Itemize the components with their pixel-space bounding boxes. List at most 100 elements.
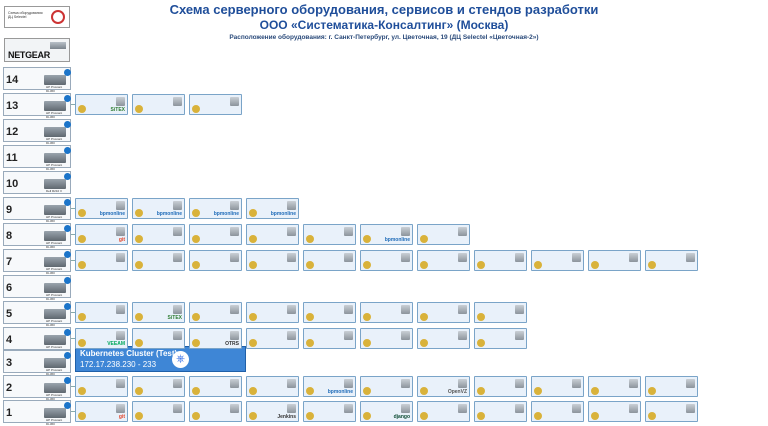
service-card bbox=[474, 376, 527, 397]
service-card bbox=[246, 302, 299, 323]
vm-server-icon bbox=[686, 404, 695, 413]
service-emblem-icon bbox=[306, 261, 314, 269]
service-card: bpmonline bbox=[303, 376, 356, 397]
service-logo: VEEAM bbox=[107, 341, 125, 347]
service-emblem-icon bbox=[135, 261, 143, 269]
service-card bbox=[360, 376, 413, 397]
service-emblem-icon bbox=[591, 261, 599, 269]
service-emblem-icon bbox=[306, 313, 314, 321]
service-emblem-icon bbox=[249, 261, 257, 269]
vm-server-icon bbox=[401, 331, 410, 340]
service-emblem-icon bbox=[78, 313, 86, 321]
vm-server-icon bbox=[458, 253, 467, 262]
service-emblem-icon bbox=[192, 339, 200, 347]
service-card: git bbox=[75, 224, 128, 245]
service-emblem-icon bbox=[135, 339, 143, 347]
server-icon bbox=[44, 231, 66, 241]
vm-server-icon bbox=[173, 331, 182, 340]
vm-server-icon bbox=[173, 404, 182, 413]
vm-server-icon bbox=[173, 227, 182, 236]
service-emblem-icon bbox=[249, 235, 257, 243]
server-model: HP ProLiant DL360 bbox=[46, 111, 63, 119]
vm-server-icon bbox=[572, 253, 581, 262]
page-title: Схема серверного оборудования, сервисов … bbox=[169, 2, 599, 17]
service-emblem-icon bbox=[135, 235, 143, 243]
vm-server-icon bbox=[287, 331, 296, 340]
service-card bbox=[531, 401, 584, 422]
service-card bbox=[189, 302, 242, 323]
service-emblem-icon bbox=[306, 412, 314, 420]
hp-logo-icon bbox=[64, 377, 71, 384]
server-icon bbox=[44, 205, 66, 215]
vm-server-icon bbox=[344, 331, 353, 340]
service-card: bpmonline bbox=[189, 198, 242, 219]
connector-line bbox=[71, 386, 75, 387]
service-emblem-icon bbox=[78, 261, 86, 269]
service-logo: git bbox=[118, 414, 125, 420]
unit-number: 2 bbox=[6, 382, 13, 394]
service-card: VEEAM bbox=[75, 328, 128, 349]
service-emblem-icon bbox=[249, 412, 257, 420]
service-emblem-icon bbox=[477, 387, 485, 395]
vm-server-icon bbox=[515, 379, 524, 388]
vm-server-icon bbox=[401, 305, 410, 314]
unit-number: 5 bbox=[6, 308, 13, 320]
service-emblem-icon bbox=[363, 412, 371, 420]
service-card bbox=[303, 250, 356, 271]
service-card bbox=[303, 401, 356, 422]
hp-logo-icon bbox=[64, 173, 71, 180]
service-card bbox=[189, 250, 242, 271]
vm-server-icon bbox=[230, 379, 239, 388]
vm-server-icon bbox=[287, 305, 296, 314]
service-logo: bpmonline bbox=[327, 389, 353, 395]
server-icon bbox=[44, 335, 66, 345]
service-emblem-icon bbox=[135, 313, 143, 321]
service-emblem-icon bbox=[249, 209, 257, 217]
server-model: HP ProLiant DL360 bbox=[46, 163, 63, 171]
hp-logo-icon bbox=[64, 277, 71, 284]
unit-number: 9 bbox=[6, 204, 13, 216]
service-card bbox=[417, 401, 470, 422]
vm-server-icon bbox=[572, 404, 581, 413]
service-emblem-icon bbox=[78, 387, 86, 395]
hp-logo-icon bbox=[64, 303, 71, 310]
vm-server-icon bbox=[287, 404, 296, 413]
vm-server-icon bbox=[230, 201, 239, 210]
server-icon bbox=[44, 153, 66, 163]
unit-number: 14 bbox=[6, 74, 19, 86]
service-emblem-icon bbox=[363, 339, 371, 347]
service-logo: bpmonline bbox=[156, 211, 182, 217]
hp-logo-icon bbox=[64, 225, 71, 232]
vm-server-icon bbox=[401, 404, 410, 413]
kubernetes-helm-icon: ⎈ bbox=[172, 351, 189, 368]
unit-number: 3 bbox=[6, 357, 13, 369]
service-card bbox=[474, 401, 527, 422]
vm-server-icon bbox=[116, 253, 125, 262]
vm-server-icon bbox=[116, 379, 125, 388]
service-emblem-icon bbox=[591, 412, 599, 420]
service-emblem-icon bbox=[534, 387, 542, 395]
connector-line bbox=[71, 260, 75, 261]
vm-server-icon bbox=[686, 379, 695, 388]
server-model: HP ProLiant DL360 bbox=[46, 319, 63, 327]
service-card bbox=[474, 302, 527, 323]
rack-unit-5: 5 HP ProLiant DL360 bbox=[3, 301, 71, 327]
service-card bbox=[303, 224, 356, 245]
rack-unit-3: 3 HP ProLiant DL360 bbox=[3, 350, 71, 376]
vm-server-icon bbox=[116, 331, 125, 340]
service-card bbox=[360, 328, 413, 349]
server-model: HP ProLiant DL360 bbox=[46, 368, 63, 376]
service-card bbox=[531, 376, 584, 397]
service-emblem-icon bbox=[648, 261, 656, 269]
service-emblem-icon bbox=[534, 261, 542, 269]
connector-line bbox=[71, 234, 75, 235]
service-logo: bpmonline bbox=[213, 211, 239, 217]
service-card: bpmonline bbox=[246, 198, 299, 219]
page-subtitle: ООО «Систематика-Консалтинг» (Москва) bbox=[259, 18, 509, 32]
service-emblem-icon bbox=[477, 339, 485, 347]
vm-server-icon bbox=[230, 97, 239, 106]
